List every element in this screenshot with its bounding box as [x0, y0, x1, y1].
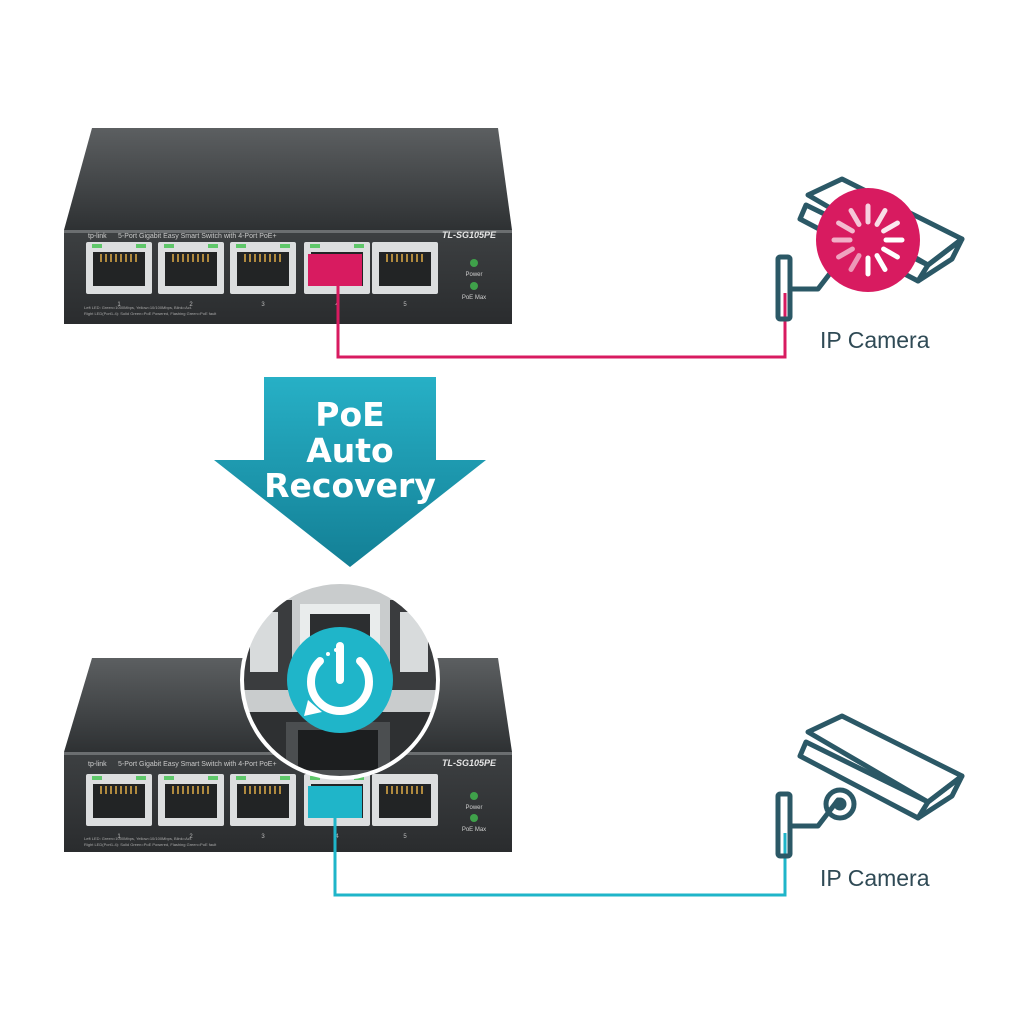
switch-model: TL-SG105PE [442, 230, 497, 240]
camera-label-bottom: IP Camera [820, 865, 930, 891]
switch-bottom: tp-link 5-Port Gigabit Easy Smart Switch… [64, 658, 512, 852]
ethernet-port [230, 774, 296, 826]
port-number: 3 [261, 834, 265, 840]
power-restart-icon [287, 627, 393, 733]
port-number: 5 [403, 302, 407, 308]
switch-description: 5-Port Gigabit Easy Smart Switch with 4-… [118, 761, 277, 768]
loading-spinner-icon [816, 188, 920, 292]
switch-top: tp-link 5-Port Gigabit Easy Smart Switch… [64, 128, 512, 324]
port-number: 1 [117, 834, 121, 840]
spinner-spoke [881, 220, 900, 234]
port-number: 2 [189, 834, 193, 840]
switch-top-lid [64, 128, 512, 230]
power-led [470, 259, 478, 267]
spinner-spoke [848, 253, 862, 272]
active-poe-port [308, 254, 362, 286]
power-led-label: Power [465, 805, 482, 811]
port-number: 1 [117, 302, 121, 308]
spinner-spoke [881, 246, 900, 260]
led-legend-line1: Left LED: Green=1000Mbps, Yellow=10/100M… [84, 305, 192, 310]
ethernet-port [86, 242, 152, 294]
cable-top [336, 276, 787, 359]
port-number: 3 [261, 302, 265, 308]
ethernet-port [230, 242, 296, 294]
port-number: 4 [335, 834, 339, 840]
poe-max-led-label: PoE Max [462, 827, 486, 833]
spinner-spoke [836, 246, 855, 260]
brand-logo: tp-link [88, 233, 107, 240]
poe-max-led-label: PoE Max [462, 295, 486, 301]
poe-auto-recovery-arrow: PoE Auto Recovery [214, 377, 486, 567]
arrow-text-line3: Recovery [264, 466, 436, 505]
power-led [470, 792, 478, 800]
port-number: 5 [403, 834, 407, 840]
ethernet-port [372, 774, 438, 826]
led-legend-line2: Right LED(Port1-4): Solid Green=PoE Powe… [84, 311, 217, 316]
camera-label-top: IP Camera [820, 327, 930, 353]
power-led-label: Power [465, 272, 482, 278]
spinner-spoke [874, 253, 888, 272]
port-number: 2 [189, 302, 193, 308]
spinner-spoke [848, 208, 862, 227]
spinner-spoke [874, 208, 888, 227]
poe-max-led [470, 282, 478, 290]
arrow-text-line2: Auto [306, 431, 393, 470]
arrow-text-line1: PoE [315, 395, 384, 434]
switch-model: TL-SG105PE [442, 758, 497, 768]
switch-description: 5-Port Gigabit Easy Smart Switch with 4-… [118, 233, 277, 240]
ethernet-port [158, 774, 224, 826]
cctv-camera-icon [775, 713, 965, 859]
ethernet-port [372, 242, 438, 294]
spinner-spoke [836, 220, 855, 234]
brand-logo: tp-link [88, 761, 107, 768]
led-legend-line1: Left LED: Green=1000Mbps, Yellow=10/100M… [84, 836, 192, 841]
poe-max-led [470, 814, 478, 822]
led-legend-line2: Right LED(Port1-4): Solid Green=PoE Powe… [84, 842, 217, 847]
cable-bottom [333, 810, 787, 897]
ethernet-port [86, 774, 152, 826]
ethernet-port [158, 242, 224, 294]
ports-row: 1 2 3 4 5 [86, 774, 438, 840]
